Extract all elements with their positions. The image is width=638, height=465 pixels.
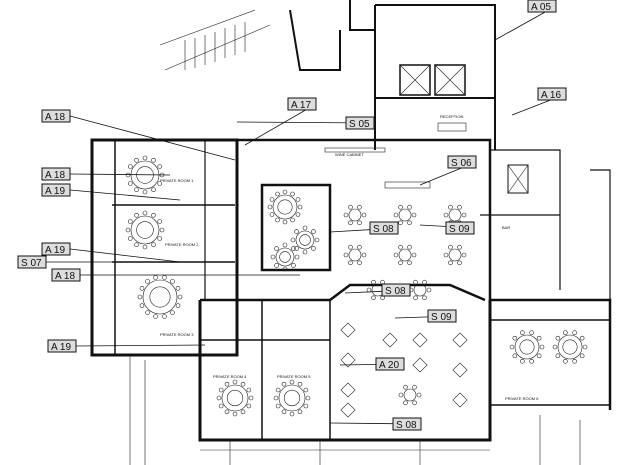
tag-label: S 08 — [373, 224, 394, 235]
annotation-tag: S 07 — [17, 255, 112, 269]
walls — [90, 0, 612, 465]
annotation-tag: S 06 — [419, 155, 477, 186]
square-table — [340, 402, 356, 418]
square-table — [340, 382, 356, 398]
round-table — [552, 330, 588, 364]
tag-label: A 18 — [45, 112, 65, 123]
annotation-tag: S 08 — [329, 417, 422, 431]
round-table — [270, 242, 300, 272]
round-table — [273, 379, 311, 417]
tag-label: S 08 — [385, 286, 406, 297]
dining-table — [343, 204, 367, 226]
dining-table — [408, 279, 432, 301]
room-label-private-room-1: PRIVATE ROOM 1 — [160, 178, 194, 183]
room-label-private-room-4: PRIVATE ROOM 4 — [213, 374, 247, 379]
square-table — [452, 392, 468, 408]
annotation-tag: A 19 — [41, 183, 181, 201]
round-table — [125, 210, 165, 250]
dining-table — [398, 384, 422, 406]
round-table — [216, 379, 254, 417]
annotation-tag: A 18 — [41, 109, 236, 161]
annotation-tag: S 09 — [419, 221, 475, 235]
dining-table — [343, 244, 367, 266]
annotation-tag: A 18 — [41, 167, 171, 181]
tag-label: A 19 — [45, 186, 65, 197]
room-label-private-room-5: PRIVATE ROOM 5 — [277, 374, 311, 379]
tag-label: A 20 — [379, 360, 399, 371]
tag-label: S 06 — [451, 158, 472, 169]
dining-table — [393, 204, 417, 226]
annotation-tag: S 09 — [394, 309, 457, 323]
square-table — [452, 362, 468, 378]
tag-label: A 18 — [45, 170, 65, 181]
annotation-tags: A 05 A 16 A 18 A 17 S 05 S 06 A 18 A 19 S 08 S 09… — [17, 0, 567, 431]
annotation-tag: A 16 — [511, 87, 567, 116]
annotation-tag: A 18 — [51, 268, 300, 282]
room-label-reception: RECEPTION — [440, 114, 463, 119]
square-table — [382, 332, 398, 348]
tag-label: A 17 — [291, 100, 311, 111]
tag-label: A 05 — [531, 2, 551, 13]
round-table — [290, 225, 320, 255]
round-table — [267, 189, 303, 225]
room-label-wine-cabinet: WINE CABINET — [335, 152, 364, 157]
room-label-bar: BAR — [502, 225, 510, 230]
dining-table — [443, 244, 467, 266]
annotation-tag: A 19 — [41, 242, 181, 263]
round-table — [509, 330, 545, 364]
tag-label: A 19 — [45, 245, 65, 256]
annotation-tag: S 08 — [329, 221, 399, 235]
square-table — [340, 322, 356, 338]
tag-label: A 16 — [541, 90, 561, 101]
annotation-tag: A 20 — [339, 357, 405, 371]
tag-label: S 09 — [431, 312, 452, 323]
annotation-tag: S 05 — [236, 116, 375, 130]
room-label-private-room-2: PRIVATE ROOM 2 — [165, 242, 199, 247]
square-table — [452, 332, 468, 348]
annotation-tag: S 08 — [344, 283, 411, 297]
annotation-tag: A 17 — [244, 97, 317, 146]
square-table — [340, 352, 356, 368]
furniture — [125, 155, 588, 418]
tag-label: S 09 — [449, 224, 470, 235]
annotation-tag: A 05 — [494, 0, 557, 41]
square-table — [412, 332, 428, 348]
room-label-private-room-6: PRIVATE ROOM 6 — [505, 396, 539, 401]
square-table — [412, 357, 428, 373]
tag-label: A 19 — [51, 342, 71, 353]
round-table — [137, 275, 183, 319]
dining-table — [393, 244, 417, 266]
room-label-private-room-3: PRIVATE ROOM 3 — [160, 332, 194, 337]
tag-label: S 08 — [396, 420, 417, 431]
tag-label: A 18 — [55, 271, 75, 282]
tag-label: S 07 — [21, 258, 42, 269]
annotation-tag: A 19 — [47, 339, 206, 353]
tag-label: S 05 — [349, 119, 370, 130]
